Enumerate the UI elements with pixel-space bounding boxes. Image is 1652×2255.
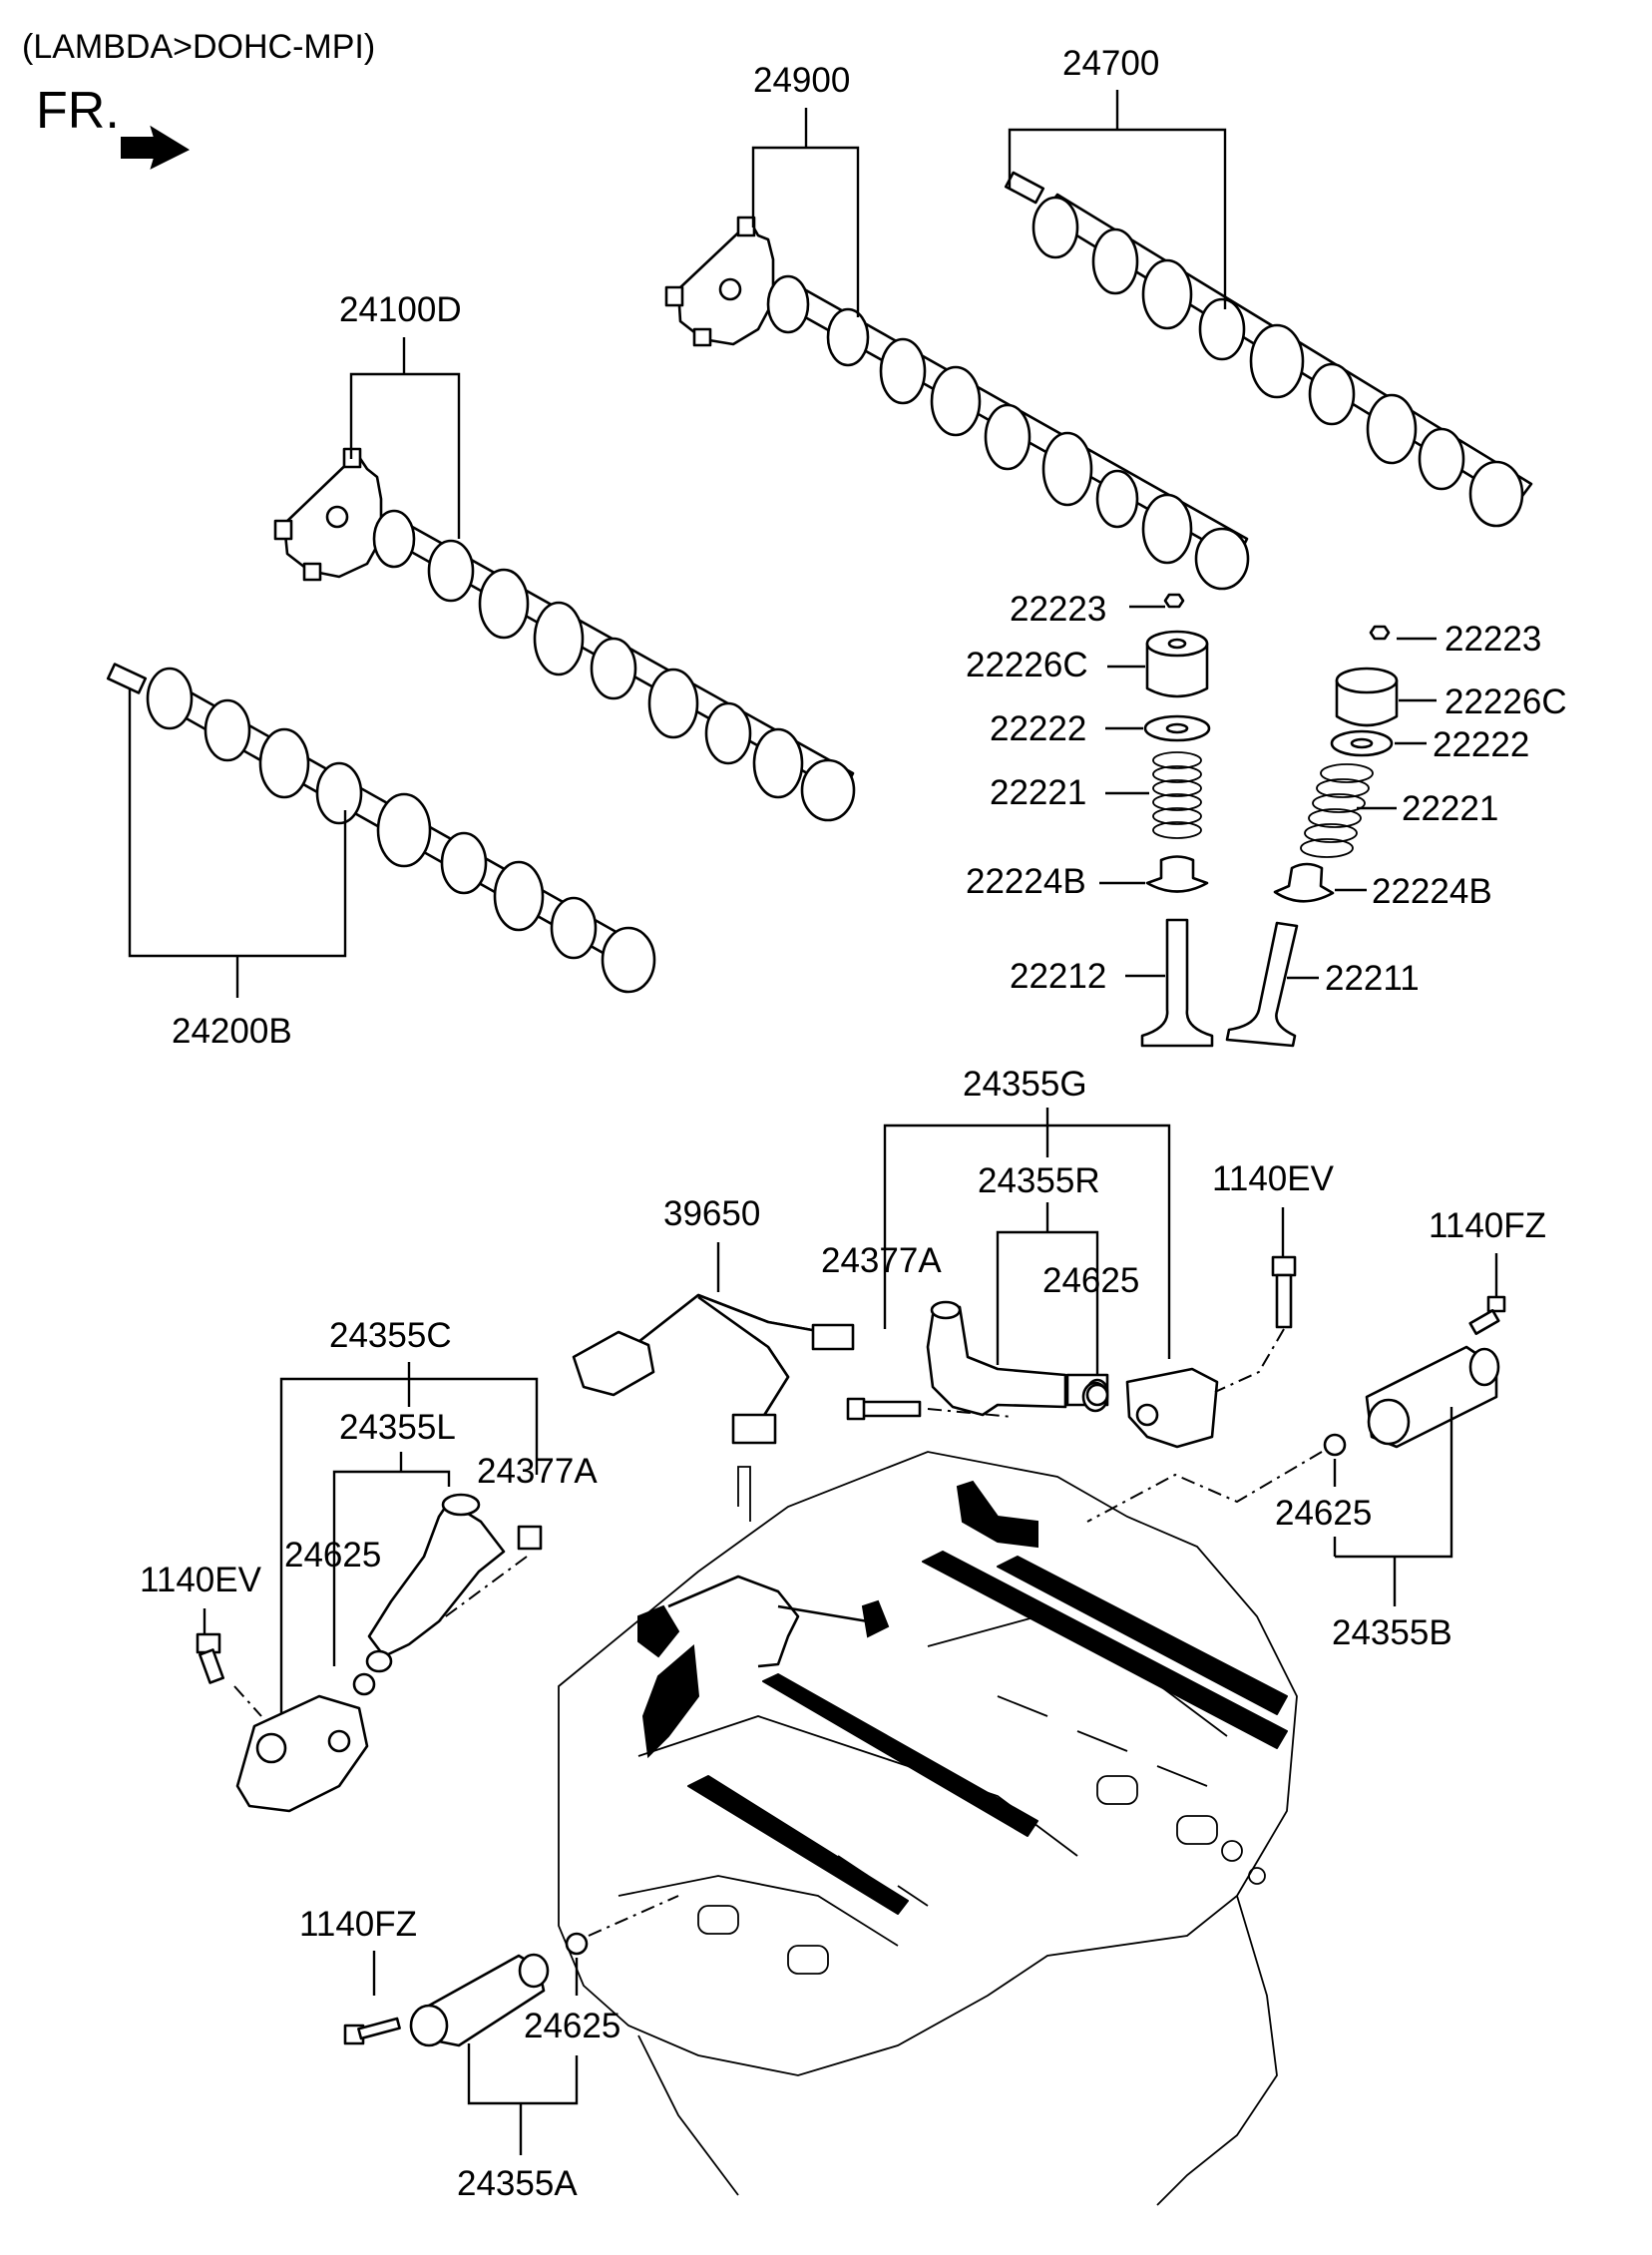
callout-24355R: 24355R — [978, 1161, 1100, 1200]
callout-39650: 39650 — [663, 1194, 760, 1233]
callout-24100D: 24100D — [339, 290, 462, 329]
callout-22223-a: 22223 — [1010, 590, 1106, 629]
callout-22221-a: 22221 — [990, 773, 1086, 812]
callout-24355L: 24355L — [339, 1408, 456, 1447]
callout-24355A: 24355A — [457, 2164, 578, 2203]
bolt-24377A-lower — [517, 1525, 543, 1551]
callout-22226C-a: 22226C — [966, 646, 1088, 684]
callout-22211: 22211 — [1325, 959, 1420, 998]
cam-bracket-24355C — [235, 1694, 369, 1813]
o-ring-24625-b — [352, 1672, 376, 1696]
cam-bracket-24355G — [1125, 1367, 1219, 1449]
bolt-1140EV-b — [196, 1632, 225, 1684]
camshaft-24900 — [664, 216, 1250, 591]
leader-24355G — [883, 1124, 1171, 1359]
camshaft-24700 — [1004, 171, 1533, 528]
wiring-harness-39650 — [572, 1293, 855, 1445]
callout-1140EV-b: 1140EV — [140, 1561, 262, 1599]
o-ring-24625-c — [1323, 1433, 1347, 1457]
callout-24377A-b: 24377A — [477, 1452, 598, 1491]
bolt-24377A-upper — [846, 1397, 922, 1421]
leader-24355L — [332, 1470, 451, 1666]
callout-24625-b: 24625 — [284, 1536, 381, 1575]
leader-24355R — [996, 1230, 1099, 1379]
leader-24355B — [1335, 1407, 1453, 1559]
callout-22223-b: 22223 — [1445, 620, 1541, 659]
installed-camshafts — [637, 1480, 1288, 1915]
callout-24200B: 24200B — [172, 1012, 292, 1051]
leader-24355A — [467, 2043, 579, 2105]
callout-1140FZ-a: 1140FZ — [1429, 1206, 1546, 1245]
callout-24355G: 24355G — [963, 1065, 1087, 1104]
oil-control-valve-24355A — [409, 1953, 550, 2047]
front-arrow-icon — [121, 125, 191, 170]
callout-24625-c: 24625 — [1275, 1494, 1372, 1533]
o-ring-24625-a — [1085, 1383, 1109, 1407]
callout-24355C: 24355C — [329, 1316, 452, 1355]
callout-24900: 24900 — [753, 61, 850, 100]
callout-22222-a: 22222 — [990, 709, 1086, 748]
callout-1140EV-a: 1140EV — [1212, 1159, 1335, 1198]
callout-1140FZ-b: 1140FZ — [299, 1905, 417, 1944]
callout-22224B-a: 22224B — [966, 862, 1086, 901]
callout-22222-b: 22222 — [1433, 725, 1529, 764]
front-direction-label: FR. — [36, 82, 120, 140]
engine-type-label: (LAMBDA>DOHC-MPI) — [22, 28, 375, 66]
callout-22224B-b: 22224B — [1372, 872, 1492, 911]
callout-22226C-b: 22226C — [1445, 682, 1567, 721]
valve-stack-left — [1140, 593, 1214, 1048]
callout-24700: 24700 — [1062, 44, 1159, 83]
camshaft-24100D — [273, 447, 856, 822]
callout-24625-a: 24625 — [1042, 1261, 1139, 1300]
callout-24355B: 24355B — [1332, 1613, 1452, 1652]
callout-24625-d: 24625 — [524, 2007, 620, 2045]
camshaft-24200B — [106, 663, 656, 994]
oil-control-valve-24355R — [926, 1300, 1109, 1417]
callout-22221-b: 22221 — [1402, 789, 1498, 828]
o-ring-24625-d — [565, 1932, 589, 1956]
callout-22212: 22212 — [1010, 957, 1106, 996]
callout-24377A-a: 24377A — [821, 1241, 942, 1280]
oil-control-valve-24355B — [1365, 1345, 1500, 1449]
bolt-1140EV-a — [1271, 1255, 1297, 1329]
bolt-1140FZ-a — [1468, 1295, 1506, 1335]
bolt-1140FZ-b — [343, 2017, 401, 2045]
oil-control-valve-24355L — [365, 1493, 506, 1673]
valve-stack-right — [1225, 625, 1399, 1048]
